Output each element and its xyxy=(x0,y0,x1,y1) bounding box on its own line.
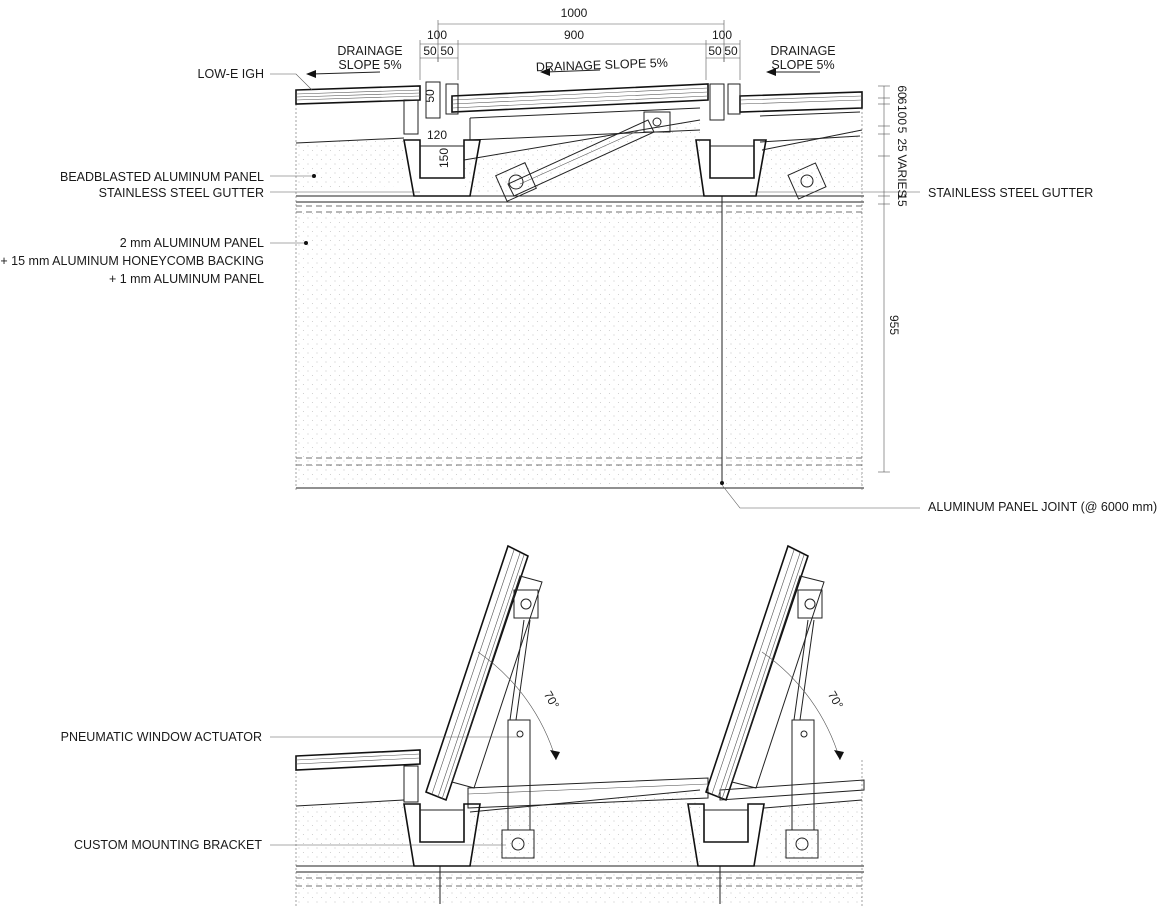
side-dim-6: 6 xyxy=(895,98,909,105)
top-section xyxy=(270,20,920,509)
label-composite-2: + 15 mm ALUMINUM HONEYCOMB BACKING xyxy=(0,254,264,268)
composite-panel-fill xyxy=(296,212,864,488)
actuator-closed xyxy=(495,111,827,202)
drainage-left-line1: DRAINAGE xyxy=(337,44,402,58)
label-actuator: PNEUMATIC WINDOW ACTUATOR xyxy=(61,730,262,744)
bottom-panel-fill-right xyxy=(764,800,862,864)
side-dim-60: 60 xyxy=(895,85,909,99)
bottom-panel-fill-middle xyxy=(470,790,700,864)
leader-lines-top xyxy=(270,73,920,509)
label-beadblasted-panel: BEADBLASTED ALUMINUM PANEL xyxy=(60,170,264,184)
label-composite-3: + 1 mm ALUMINUM PANEL xyxy=(109,272,264,286)
text-labels: 1000 900 100 100 50 50 50 50 50 120 150 … xyxy=(0,6,1157,852)
label-bracket: CUSTOM MOUNTING BRACKET xyxy=(74,838,262,852)
open-sash-right xyxy=(705,544,844,859)
label-gutter-left: STAINLESS STEEL GUTTER xyxy=(99,186,264,200)
bottom-section xyxy=(270,544,865,906)
dim-right-split-b: 50 xyxy=(724,44,738,58)
side-dimension-lines xyxy=(878,85,890,473)
dim-gutter-width: 120 xyxy=(427,128,447,142)
dim-right-split-a: 50 xyxy=(708,44,722,58)
label-low-e: LOW-E IGH xyxy=(198,67,264,81)
dim-inner: 900 xyxy=(564,28,584,42)
side-dim-15: 15 xyxy=(895,193,909,207)
dim-right-module: 100 xyxy=(712,28,732,42)
dim-overall: 1000 xyxy=(561,6,588,20)
dim-gutter-depth: 50 xyxy=(423,89,437,103)
dim-left-split-a: 50 xyxy=(423,44,437,58)
beadblasted-panel-fill xyxy=(296,138,404,188)
side-dim-varies: VARIES xyxy=(895,154,909,197)
drainage-left-line2: SLOPE 5% xyxy=(338,58,401,72)
side-dim-955: 955 xyxy=(887,315,901,335)
side-dim-5: 5 xyxy=(895,127,909,134)
side-dim-25: 25 xyxy=(895,138,909,152)
glazing-left xyxy=(295,85,421,135)
angle-left: 70° xyxy=(541,689,562,712)
label-panel-joint: ALUMINUM PANEL JOINT (@ 6000 mm) xyxy=(928,500,1157,514)
bottom-composite-fill xyxy=(296,874,864,904)
open-sash-left xyxy=(425,544,560,859)
drainage-center: DRAINAGE SLOPE 5% xyxy=(536,56,668,75)
dim-gutter-height: 150 xyxy=(437,148,451,168)
angle-right: 70° xyxy=(825,689,846,712)
label-composite-1: 2 mm ALUMINUM PANEL xyxy=(120,236,264,250)
label-gutter-right: STAINLESS STEEL GUTTER xyxy=(928,186,1093,200)
dim-left-module: 100 xyxy=(427,28,447,42)
leader-lines-bottom xyxy=(270,736,520,846)
drainage-right-line2: SLOPE 5% xyxy=(771,58,834,72)
bottom-panel-fill-left xyxy=(296,800,404,864)
gutter-right-shape xyxy=(695,83,767,197)
dim-left-split-b: 50 xyxy=(440,44,454,58)
drainage-arrows xyxy=(306,68,820,78)
gutter-left-shape xyxy=(403,81,481,197)
side-dim-100: 100 xyxy=(895,105,909,125)
drainage-right-line1: DRAINAGE xyxy=(770,44,835,58)
top-dimension-lines xyxy=(419,20,741,80)
